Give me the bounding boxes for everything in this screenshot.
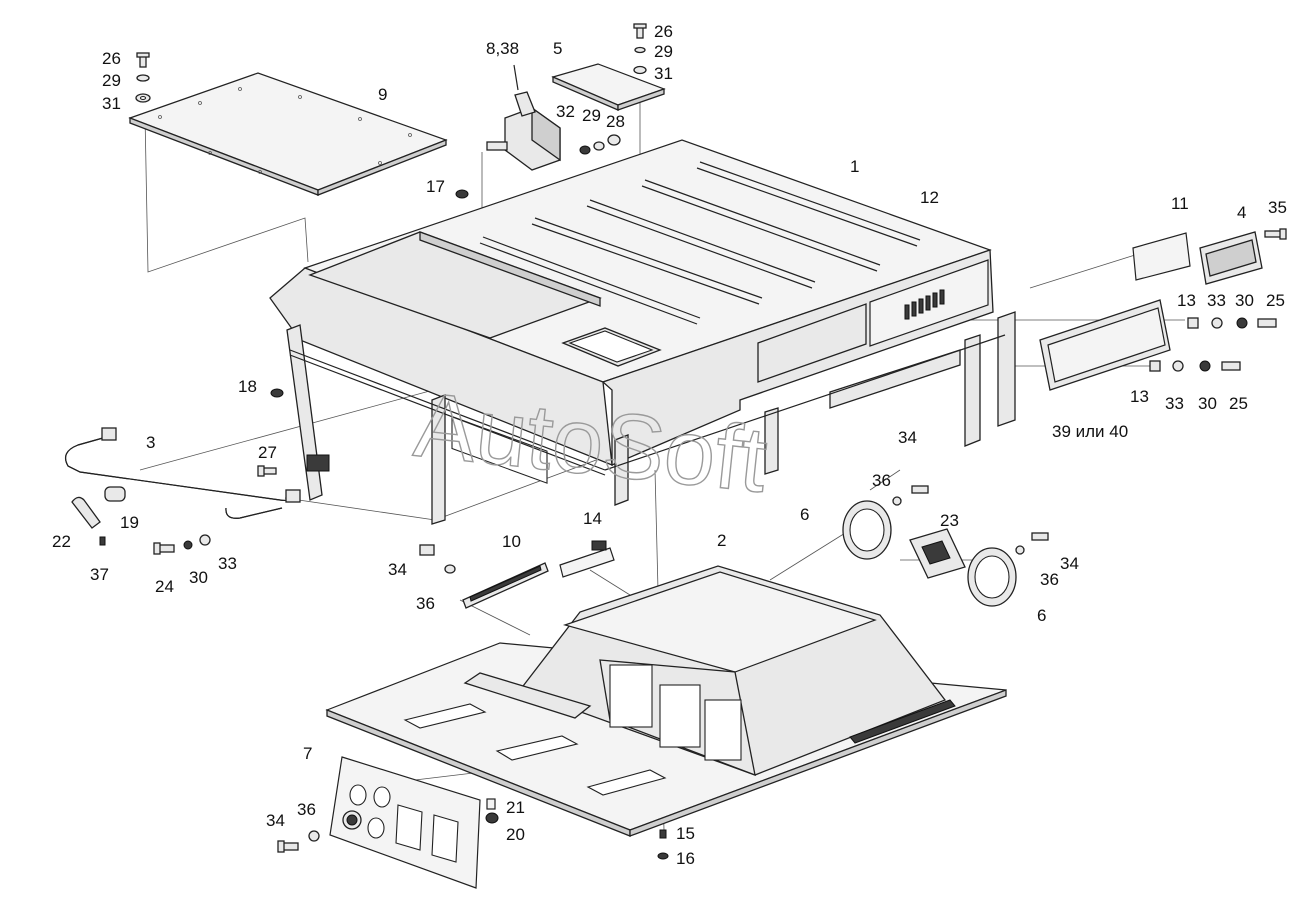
part-35-screw: [1264, 228, 1287, 240]
callout-label: 14: [583, 509, 602, 528]
callout-label: 33: [1207, 291, 1226, 310]
part-3-handrail: [65, 427, 301, 519]
part-23-gasket: [909, 528, 966, 579]
callout-label: 36: [297, 800, 316, 819]
callout-label: 18: [238, 377, 257, 396]
callout-label: 36: [416, 594, 435, 613]
fastener-row-upper: [1187, 317, 1277, 329]
callout-labels: 26 29 31 9 8,38 5 26 29 31 32 29 28 17 1…: [52, 22, 1287, 868]
callout-label: 2: [717, 531, 726, 550]
callout-label: 25: [1229, 394, 1248, 413]
callout-label: 27: [258, 443, 277, 462]
part-18-plug: [270, 388, 284, 398]
callout-label: 22: [52, 532, 71, 551]
callout-label: 26: [654, 22, 673, 41]
callout-label: 34: [1060, 554, 1079, 573]
part-6-flange-right: [967, 547, 1017, 607]
callout-label: 10: [502, 532, 521, 551]
fastener-row-24-30-33: [153, 534, 211, 555]
part-7-instrument-plate: [329, 756, 481, 889]
part-9-cover-plate: [128, 72, 448, 196]
callout-label: 30: [189, 568, 208, 587]
part-6-flange-left: [842, 500, 892, 560]
callout-label: 17: [426, 177, 445, 196]
callout-label: 6: [1037, 606, 1046, 625]
callout-label: 29: [102, 71, 121, 90]
callout-label: 16: [676, 849, 695, 868]
callout-label: 24: [155, 577, 174, 596]
fastener-34-36-right: [892, 485, 1049, 555]
callout-label: 31: [654, 64, 673, 83]
part-27-bolt: [257, 465, 277, 477]
callout-label: 19: [120, 513, 139, 532]
callout-label: 34: [266, 811, 285, 830]
callout-label: 26: [102, 49, 121, 68]
callout-label: 1: [850, 157, 859, 176]
callout-label: 20: [506, 825, 525, 844]
fastener-row-lower: [1149, 360, 1241, 372]
callout-label: 37: [90, 565, 109, 584]
callout-label: 32: [556, 102, 575, 121]
part-5-hatch-cover: [551, 63, 666, 111]
callout-label: 34: [388, 560, 407, 579]
callout-label: 30: [1235, 291, 1254, 310]
callout-label: 35: [1268, 198, 1287, 217]
callout-label: 3: [146, 433, 155, 452]
part-14-bracket: [559, 540, 615, 578]
callout-label: 39 или 40: [1052, 422, 1128, 441]
callout-label: 36: [872, 471, 891, 490]
callout-label: 6: [800, 505, 809, 524]
callout-label: 34: [898, 428, 917, 447]
part-11-filter-panel: [1132, 232, 1191, 281]
callout-label: 13: [1177, 291, 1196, 310]
callout-label: 33: [1165, 394, 1184, 413]
fastener-stack-left: [135, 52, 151, 103]
part-19-bushing: [104, 486, 126, 502]
callout-label: 33: [218, 554, 237, 573]
callout-label: 23: [940, 511, 959, 530]
callout-label: 13: [1130, 387, 1149, 406]
callout-label: 15: [676, 824, 695, 843]
part-4-grille-frame: [1199, 231, 1263, 285]
part-37-screw: [99, 536, 106, 546]
callout-label: 29: [582, 106, 601, 125]
part-10-vent-grille: [462, 562, 549, 609]
part-17-nut: [455, 189, 469, 199]
part-22-clamp: [71, 496, 101, 529]
callout-label: 4: [1237, 203, 1246, 222]
callout-label: 12: [920, 188, 939, 207]
fastener-15-16: [657, 829, 669, 860]
callout-label: 8,38: [486, 39, 519, 58]
callout-label: 11: [1171, 194, 1189, 213]
fastener-20-21: [485, 798, 499, 824]
callout-label: 29: [654, 42, 673, 61]
part-39-40-frame: [1039, 299, 1171, 391]
callout-label: 25: [1266, 291, 1285, 310]
fastener-stack-right-top: [633, 23, 647, 75]
callout-label: 31: [102, 94, 121, 113]
callout-label: 28: [606, 112, 625, 131]
callout-label: 5: [553, 39, 562, 58]
callout-label: 30: [1198, 394, 1217, 413]
fastener-34-36-center: [419, 544, 456, 574]
callout-label: 21: [506, 798, 525, 817]
part-8-38-lever-mechanism: [486, 64, 621, 171]
part-2-floor-panel: [325, 565, 1007, 837]
part-1-cab-roof-body: [269, 139, 1016, 525]
fastener-34-36-bottom: [277, 830, 320, 853]
callout-label: 7: [303, 744, 312, 763]
callout-label: 9: [378, 85, 387, 104]
callout-label: 36: [1040, 570, 1059, 589]
